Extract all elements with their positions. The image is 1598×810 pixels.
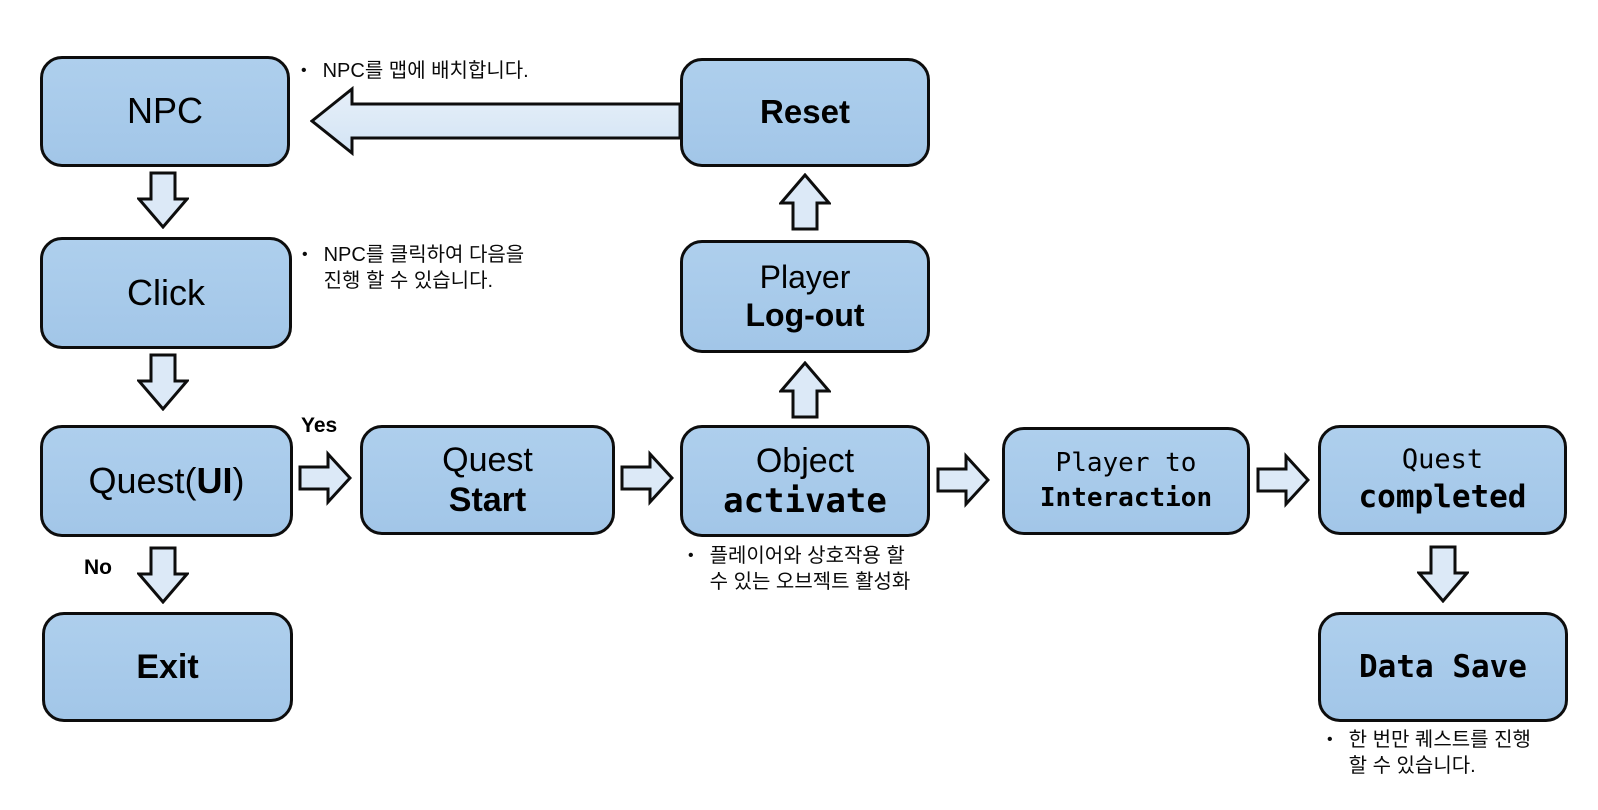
node-reset-label: Reset xyxy=(760,93,850,131)
node-data-save: Data Save xyxy=(1318,612,1568,722)
annotation-npc-text: NPC를 맵에 배치합니다. xyxy=(323,58,529,84)
arrow-quest-start-to-activate-icon xyxy=(620,450,674,506)
arrow-activate-to-interaction-icon xyxy=(936,452,990,508)
node-npc-label: NPC xyxy=(126,90,203,132)
annotation-click-text: NPC를 클릭하여 다음을 진행 할 수 있습니다. xyxy=(324,242,525,294)
annotation-npc-line1: NPC를 맵에 배치합니다. xyxy=(322,60,529,82)
annotation-data-save-text: 한 번만 퀘스트를 진행 할 수 있습니다. xyxy=(1349,727,1531,779)
annotation-click-line2: 진행 할 수 있습니다. xyxy=(323,270,494,292)
arrow-quest-ui-to-quest-start-icon xyxy=(298,450,352,506)
bullet-icon: • xyxy=(1327,731,1333,748)
arrow-logout-to-reset-icon xyxy=(779,173,831,231)
annotation-data-save-line2: 할 수 있습니다. xyxy=(1348,755,1476,777)
arrow-click-to-quest-ui-icon xyxy=(137,353,189,411)
player-interaction-line2: Interaction xyxy=(1039,483,1213,513)
bullet-icon: • xyxy=(301,62,307,79)
quest-completed-line2: completed xyxy=(1358,479,1527,516)
annotation-click: • NPC를 클릭하여 다음을 진행 할 수 있습니다. xyxy=(302,242,524,294)
bullet-icon: • xyxy=(688,547,694,564)
object-activate-line2: activate xyxy=(723,481,887,521)
annotation-npc: • NPC를 맵에 배치합니다. xyxy=(301,58,529,84)
object-activate-line1: Object xyxy=(755,441,855,480)
quest-start-line1: Quest xyxy=(442,440,533,479)
edge-label-no: No xyxy=(84,556,112,579)
quest-completed-line1: Quest xyxy=(1401,444,1484,476)
annotation-object-activate: • 플레이어와 상호작용 할 수 있는 오브젝트 활성화 xyxy=(688,543,910,595)
player-interaction-line1: Player to xyxy=(1055,447,1197,478)
node-player-logout: Player Log-out xyxy=(680,240,930,353)
arrow-npc-to-click-icon xyxy=(137,171,189,229)
arrow-interaction-to-completed-icon xyxy=(1256,452,1310,508)
annotation-data-save-line1: 한 번만 퀘스트를 진행 xyxy=(1348,729,1531,751)
quest-ui-pre: Quest( xyxy=(88,459,197,501)
node-npc: NPC xyxy=(40,56,290,167)
arrow-completed-to-datasave-icon xyxy=(1417,545,1469,603)
quest-ui-bold: UI xyxy=(196,459,233,501)
bullet-icon: • xyxy=(302,246,308,263)
node-exit: Exit xyxy=(42,612,293,722)
node-exit-label: Exit xyxy=(136,647,199,686)
node-player-interaction: Player to Interaction xyxy=(1002,427,1250,535)
node-quest-start: Quest Start xyxy=(360,425,615,535)
annotation-data-save: • 한 번만 퀘스트를 진행 할 수 있습니다. xyxy=(1327,727,1531,779)
node-click: Click xyxy=(40,237,292,349)
node-object-activate: Object activate xyxy=(680,425,930,537)
node-quest-ui-label: Quest(UI) xyxy=(88,460,244,502)
node-reset: Reset xyxy=(680,58,930,167)
annotation-object-activate-text: 플레이어와 상호작용 할 수 있는 오브젝트 활성화 xyxy=(710,543,911,595)
arrow-quest-ui-to-exit-icon xyxy=(137,546,189,604)
arrow-reset-to-npc-icon xyxy=(310,85,682,157)
annotation-click-line1: NPC를 클릭하여 다음을 xyxy=(323,244,525,266)
edge-label-yes: Yes xyxy=(301,414,338,437)
node-quest-ui: Quest(UI) xyxy=(40,425,293,537)
node-data-save-label: Data Save xyxy=(1359,648,1527,685)
annotation-object-activate-line2: 수 있는 오브젝트 활성화 xyxy=(709,571,911,593)
arrow-activate-to-logout-icon xyxy=(779,361,831,419)
node-quest-completed: Quest completed xyxy=(1318,425,1567,535)
node-click-label: Click xyxy=(127,271,205,313)
player-logout-line1: Player xyxy=(759,258,851,295)
quest-ui-post: ) xyxy=(232,459,245,501)
annotation-object-activate-line1: 플레이어와 상호작용 할 xyxy=(709,545,905,567)
quest-start-line2: Start xyxy=(448,481,527,519)
player-logout-line2: Log-out xyxy=(745,296,865,333)
